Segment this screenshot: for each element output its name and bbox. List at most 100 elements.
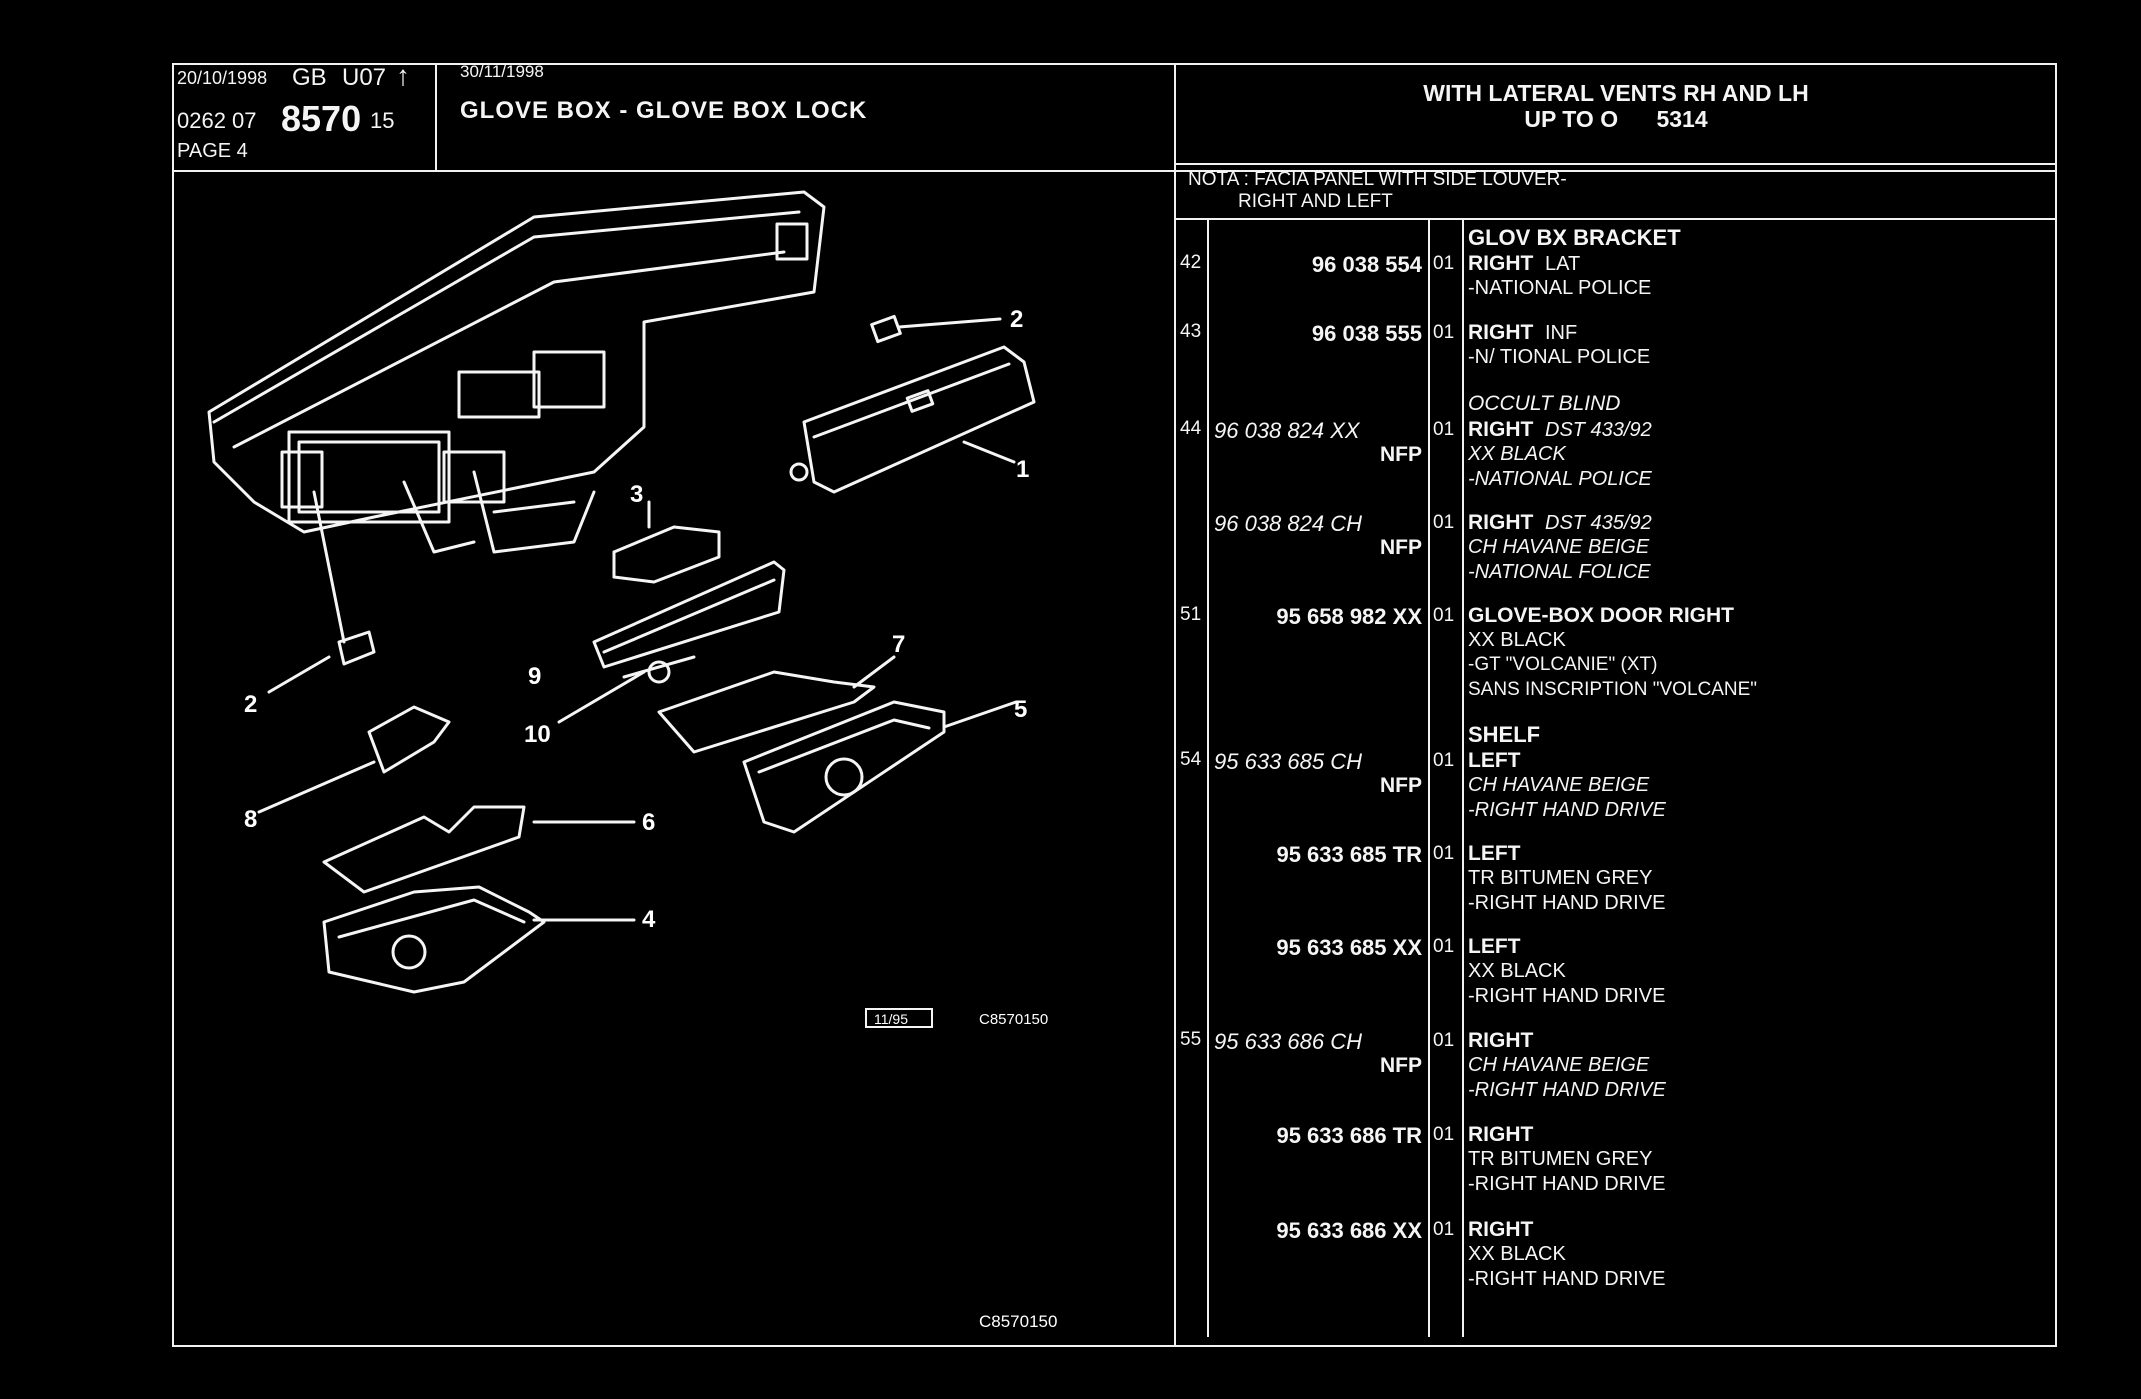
callout-1: 1 [1016, 456, 1029, 483]
row-desc: -RIGHT HAND DRIVE [1468, 985, 1666, 1007]
row-part: 95 633 686 CH [1214, 1029, 1362, 1054]
row-desc: RIGHT [1468, 1029, 1534, 1052]
nota-line-1: NOTA : FACIA PANEL WITH SIDE LOUVER- [1188, 169, 1567, 190]
row-desc: -RIGHT HAND DRIVE [1468, 1268, 1666, 1290]
row-part: 95 633 685 CH [1214, 749, 1362, 774]
row-item: 54 [1180, 749, 1202, 770]
row-desc: DST 433/92 [1545, 419, 1652, 441]
variant-line-1: WITH LATERAL VENTS RH AND LH [1423, 80, 1809, 106]
row-desc: SANS INSCRIPTION "VOLCANE" [1468, 679, 1758, 700]
part-5-tray [742, 700, 946, 834]
row-desc: -NATIONAL POLICE [1468, 468, 1652, 490]
row-desc: -GT "VOLCANIE" (XT) [1468, 654, 1658, 675]
row-desc: -RIGHT HAND DRIVE [1468, 799, 1666, 821]
row-qty: 01 [1433, 843, 1455, 864]
row-desc: INF [1545, 322, 1578, 344]
row-desc-bold: RIGHT [1468, 511, 1534, 534]
part-9-strip [592, 560, 786, 669]
up-arrow-icon: ↑ [396, 60, 410, 91]
row-desc: XX BLACK [1468, 960, 1566, 982]
nota-bottom-rule [1174, 218, 2057, 220]
right-header-rule [1174, 163, 2057, 165]
callout-3: 3 [630, 481, 643, 508]
page-number: PAGE 4 [177, 140, 248, 162]
row-note: NFP [1380, 443, 1422, 466]
part-7-mat [657, 670, 876, 754]
row-qty: 01 [1433, 936, 1455, 957]
callout-6: 6 [642, 809, 655, 836]
callout-5: 5 [1014, 696, 1027, 723]
header-bottom-rule [172, 170, 2057, 172]
row-part: 95 633 686 XX [1276, 1218, 1422, 1243]
row-part: 95 633 685 XX [1276, 935, 1422, 960]
row-part: 95 658 982 XX [1276, 604, 1422, 629]
dashboard-panel [207, 190, 826, 554]
row-part: 95 633 686 TR [1276, 1123, 1422, 1148]
row-desc: SHELF [1468, 722, 1541, 747]
part-10-lock [647, 660, 671, 684]
row-desc: LEFT [1468, 749, 1521, 772]
row-item: 55 [1180, 1029, 1202, 1050]
variant-code: U07 [342, 64, 387, 91]
parts-col-qty [1428, 218, 1430, 1337]
part-1-lid [789, 345, 1036, 494]
row-desc: LAT [1545, 253, 1581, 275]
row-desc: RIGHT [1468, 1123, 1534, 1146]
date-mid: 30/11/1998 [460, 62, 544, 81]
row-desc: XX BLACK [1468, 443, 1566, 465]
part-2-bracket-upper [870, 314, 902, 344]
ref-suffix: 15 [370, 108, 395, 133]
row-qty: 01 [1433, 605, 1455, 626]
part-3-block [612, 525, 721, 584]
row-part: 95 633 685 TR [1276, 842, 1422, 867]
row-note: NFP [1380, 774, 1422, 797]
row-desc: -N/ TIONAL POLICE [1468, 346, 1651, 368]
row-desc: GLOV BX BRACKET [1468, 225, 1681, 250]
row-item: 43 [1180, 321, 1202, 342]
row-desc: OCCULT BLIND [1468, 392, 1621, 415]
row-desc: GLOVE-BOX DOOR RIGHT [1468, 604, 1735, 627]
row-qty: 01 [1433, 1124, 1455, 1145]
diagram-stamp-code: C8570150 [979, 1011, 1048, 1028]
row-desc: LEFT [1468, 935, 1521, 958]
row-desc: DST 435/92 [1545, 512, 1652, 534]
row-desc: CH HAVANE BEIGE [1468, 1054, 1650, 1076]
parts-col-desc [1462, 218, 1464, 1337]
row-desc: TR BITUMEN GREY [1468, 867, 1653, 889]
row-qty: 01 [1433, 419, 1455, 440]
row-desc: XX BLACK [1468, 1243, 1566, 1265]
diagram-stamp-date: 11/95 [874, 1011, 908, 1027]
row-desc: -RIGHT HAND DRIVE [1468, 892, 1666, 914]
row-item: 42 [1180, 252, 1202, 273]
nota-line-2: RIGHT AND LEFT [1238, 191, 1393, 212]
page-title: GLOVE BOX - GLOVE BOX LOCK [460, 97, 868, 124]
row-note: NFP [1380, 1054, 1422, 1077]
row-desc: TR BITUMEN GREY [1468, 1148, 1653, 1170]
row-desc: XX BLACK [1468, 629, 1566, 651]
row-note: NFP [1380, 536, 1422, 559]
date-left: 20/10/1998 [177, 68, 268, 88]
row-desc: CH HAVANE BEIGE [1468, 774, 1650, 796]
callout-8: 8 [244, 806, 257, 833]
ref-prefix: 0262 07 [177, 108, 257, 133]
row-qty: 01 [1433, 750, 1455, 771]
row-qty: 01 [1433, 322, 1455, 343]
row-qty: 01 [1433, 253, 1455, 274]
part-2-bracket-lower [337, 630, 376, 666]
row-desc: LEFT [1468, 842, 1521, 865]
region-code: GB [292, 64, 327, 91]
row-part: 96 038 824 XX [1214, 418, 1360, 443]
row-part: 96 038 824 CH [1214, 511, 1362, 536]
row-desc-bold: RIGHT [1468, 321, 1534, 344]
row-qty: 01 [1433, 1030, 1455, 1051]
diagram-footer-code: C8570150 [979, 1312, 1057, 1331]
callout-7: 7 [892, 631, 905, 658]
row-desc-bold: RIGHT [1468, 418, 1534, 441]
row-part: 96 038 555 [1311, 321, 1422, 346]
callout-2-lower: 2 [244, 691, 257, 718]
header-divider-1 [435, 63, 437, 171]
ref-main: 8570 [281, 98, 362, 139]
row-desc-bold: RIGHT [1468, 252, 1534, 275]
parts-col-right [2055, 218, 2057, 1347]
row-desc: -RIGHT HAND DRIVE [1468, 1079, 1666, 1101]
